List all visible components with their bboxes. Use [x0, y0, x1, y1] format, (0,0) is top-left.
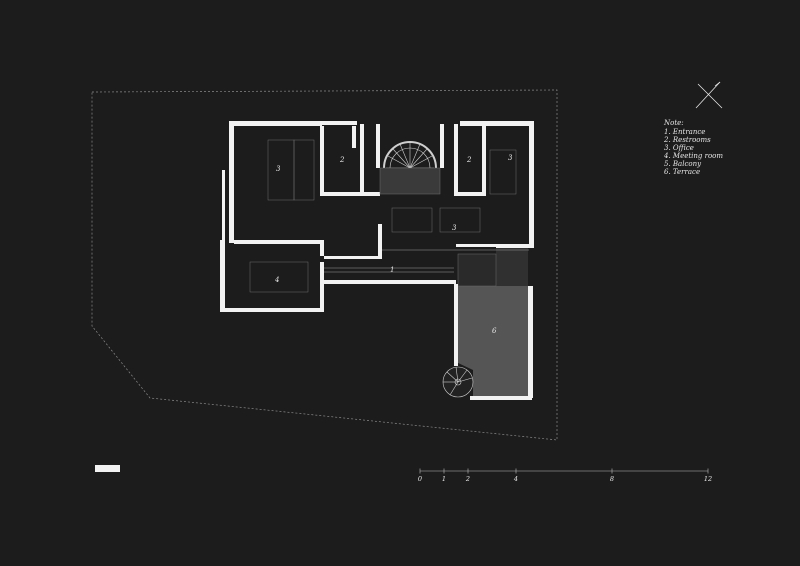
stair-semicircle: [383, 141, 437, 169]
label-office-center: 3: [452, 224, 457, 232]
terrace-area: [456, 286, 528, 396]
scale-tick-label: 8: [610, 475, 614, 483]
legend-item-entrance: 1. Entrance: [664, 128, 705, 136]
legend-item-restrooms: 2. Restrooms: [663, 136, 711, 144]
label-restroom-right: 2: [466, 156, 472, 164]
scale-bar-icon: [95, 465, 120, 472]
legend: Note: 1. Entrance 2. Restrooms 3. Office…: [663, 119, 723, 176]
legend-item-balcony: 5. Balcony: [664, 160, 702, 168]
spiral-stair: [442, 366, 474, 398]
balcony-block: [496, 246, 528, 286]
room-labels: 3 2 2 3 3 4 1 6: [274, 154, 513, 335]
walls: [220, 121, 534, 400]
label-entrance: 1: [390, 266, 394, 274]
label-meeting-room: 4: [274, 276, 279, 284]
scale-tick-label: 4: [513, 475, 518, 483]
label-terrace: 6: [492, 327, 497, 335]
scale-tick-label: 0: [418, 475, 422, 483]
legend-item-meeting-room: 4. Meeting room: [663, 152, 723, 160]
north-arrow-icon: [695, 81, 723, 109]
scale-tick-label: 1: [442, 475, 446, 483]
label-restroom-left: 2: [339, 156, 345, 164]
furniture: [249, 139, 529, 293]
balcony-stair: [457, 253, 497, 287]
stair-landing: [379, 167, 441, 195]
scale-tick-label: 2: [465, 475, 470, 483]
legend-item-office: 3. Office: [664, 144, 694, 152]
label-office-left: 3: [276, 165, 281, 173]
legend-title: Note:: [663, 119, 684, 127]
legend-item-terrace: 6. Terrace: [664, 168, 700, 176]
label-office-right: 3: [508, 154, 513, 162]
scale-tick-label: 12: [704, 475, 712, 483]
